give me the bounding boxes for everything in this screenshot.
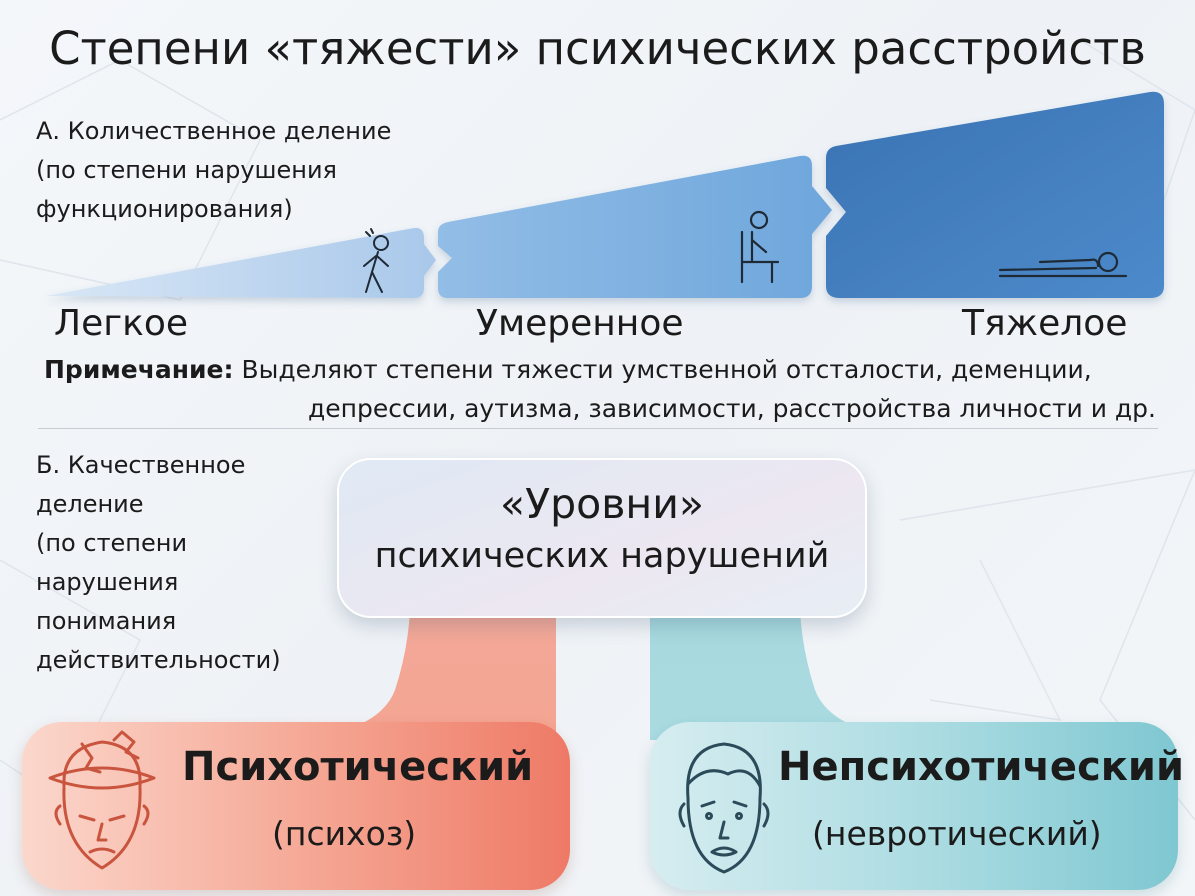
- psychotic-box: [22, 722, 570, 890]
- nonpsychotic-title: Непсихотический: [778, 744, 1184, 790]
- levels-title: «Уровни»: [500, 480, 704, 528]
- section-b-line: действительности): [36, 646, 281, 674]
- wedge-severe: [826, 91, 1164, 298]
- seated-person-icon: [740, 210, 780, 284]
- psychotic-connector: [300, 610, 556, 740]
- walking-person-icon: [363, 228, 389, 293]
- levels-subtitle: психических нарушений: [374, 536, 830, 576]
- wedge-moderate: [438, 155, 832, 298]
- note-label: Примечание:: [44, 355, 234, 384]
- broken-head-face-icon: [48, 730, 156, 870]
- lying-person-icon: [998, 251, 1128, 278]
- section-a-line: (по степени нарушения: [36, 156, 337, 184]
- note-text-2: депрессии, аутизма, зависимости, расстро…: [307, 394, 1156, 423]
- note-line-1: Примечание: Выделяют степени тяжести умс…: [44, 355, 1092, 384]
- wedge-light: [46, 227, 436, 298]
- section-b-line: Б. Качественное: [36, 451, 246, 479]
- section-b-heading: Б. Качественное деление (по степени нару…: [36, 446, 281, 680]
- psychotic-title: Психотический: [182, 744, 534, 790]
- section-b-line: деление: [36, 490, 144, 518]
- nonpsychotic-subtitle: (невротический): [812, 814, 1102, 853]
- section-b-line: нарушения: [36, 568, 179, 596]
- level-moderate-label: Умеренное: [476, 303, 684, 344]
- level-severe-label: Тяжелое: [962, 303, 1128, 344]
- section-divider: [38, 428, 1158, 429]
- level-light-label: Легкое: [54, 303, 189, 344]
- section-b-line: понимания: [36, 607, 177, 635]
- section-b-line: (по степени: [36, 529, 188, 557]
- section-a-heading: А. Количественное деление (по степени на…: [36, 112, 391, 229]
- nonpsychotic-connector: [650, 610, 910, 740]
- note-text-1: Выделяют степени тяжести умственной отст…: [241, 355, 1092, 384]
- section-a-line: функционирования): [36, 195, 293, 223]
- section-a-line: А. Количественное деление: [36, 117, 392, 145]
- psychotic-subtitle: (психоз): [272, 814, 417, 853]
- worried-face-icon: [678, 742, 770, 874]
- levels-box: «Уровни» психических нарушений: [337, 458, 867, 618]
- page-title: Степени «тяжести» психических расстройст…: [49, 22, 1146, 75]
